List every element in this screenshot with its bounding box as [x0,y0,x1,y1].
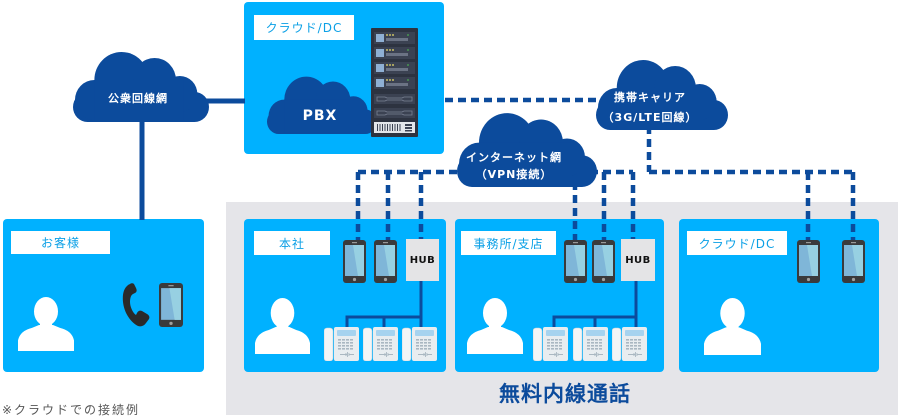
mobile-carrier-label: 携帯キャリア [614,91,686,104]
handset-icon [122,282,150,327]
connection-example-note: ※クラウドでの接続例 [2,403,141,417]
mobile-carrier-sublabel: （3G/LTE回線） [602,111,698,124]
head-office-label: 本社 [254,231,330,255]
cloud-dc-label: クラウド/DC [687,231,787,255]
customer-smartphone-icon [159,283,183,327]
br-desk-phone-icon [573,327,608,361]
br-desk-phone-icon [612,327,647,361]
free-extension-call-label: 無料内線通話 [499,382,631,406]
br-person-icon [467,297,523,354]
public-network-cloud-icon [73,50,209,122]
ho-smartphone-icon [374,240,397,283]
public-network-label: 公衆回線網 [108,92,168,105]
internet-sublabel: （VPN接続） [475,168,553,181]
customer-label: お客様 [11,231,110,254]
server-rack-icon [371,28,418,137]
internet-label: インターネット網 [466,151,562,164]
dc-person-icon [704,297,761,355]
ho-hub-icon: HUB [406,239,439,281]
ho-person-icon [255,297,310,354]
branch-label: 事務所/支店 [461,231,556,255]
ho-desk-phone-icon [324,327,359,361]
dc-smartphone-icon [797,240,820,283]
br-smartphone-icon [592,240,615,283]
pbx-label: PBX [302,108,338,124]
customer-person-icon [18,296,74,351]
br-smartphone-icon [564,240,587,283]
br-desk-phone-icon [533,327,568,361]
br-hub-icon: HUB [621,239,655,281]
ho-smartphone-icon [343,240,366,283]
ho-desk-phone-icon [402,327,437,361]
dc-smartphone-icon [842,240,865,283]
pbx-cloud-icon [267,75,377,134]
ho-desk-phone-icon [363,327,398,361]
pbx-host-label: クラウド/DC [254,15,354,40]
